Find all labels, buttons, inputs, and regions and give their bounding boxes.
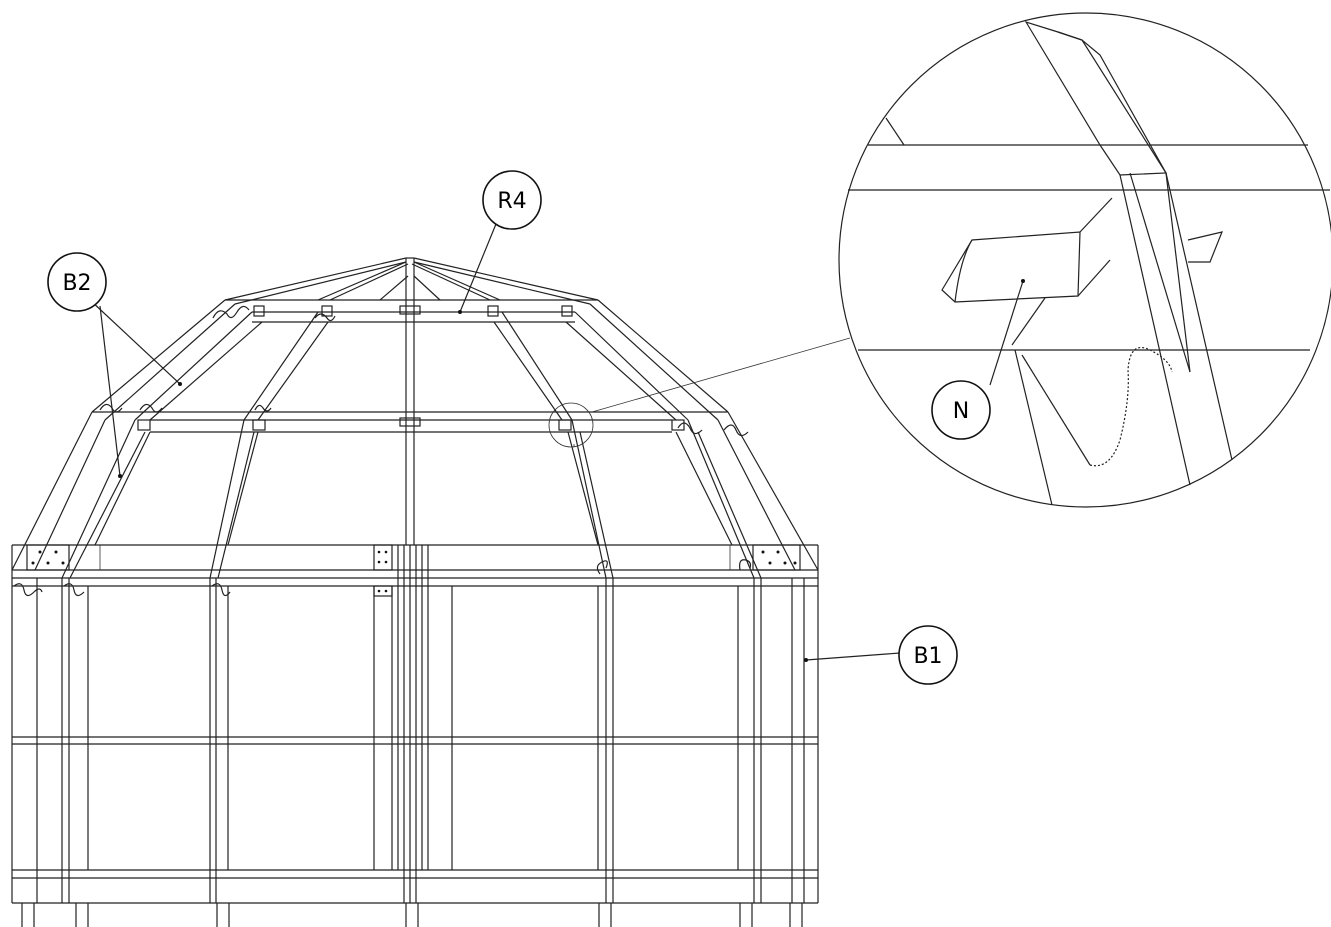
callout-r4-label: R4 <box>497 189 526 214</box>
detail-source-circle <box>548 402 594 448</box>
roof-lower-tier <box>11 403 819 597</box>
detail-circle <box>838 12 1331 508</box>
callout-n: N <box>931 380 991 440</box>
callout-b1-label: B1 <box>913 644 942 669</box>
callout-n-label: N <box>953 399 969 424</box>
callout-leaders <box>89 223 1025 662</box>
callout-r4: R4 <box>482 170 542 230</box>
callout-b2-label: B2 <box>62 271 91 296</box>
wall-frame <box>11 545 819 927</box>
roof-upper-tier <box>91 258 729 421</box>
callout-b1: B1 <box>898 625 958 685</box>
callout-b2: B2 <box>47 252 107 312</box>
roof-cone <box>224 257 599 305</box>
detail-view <box>548 12 1331 508</box>
